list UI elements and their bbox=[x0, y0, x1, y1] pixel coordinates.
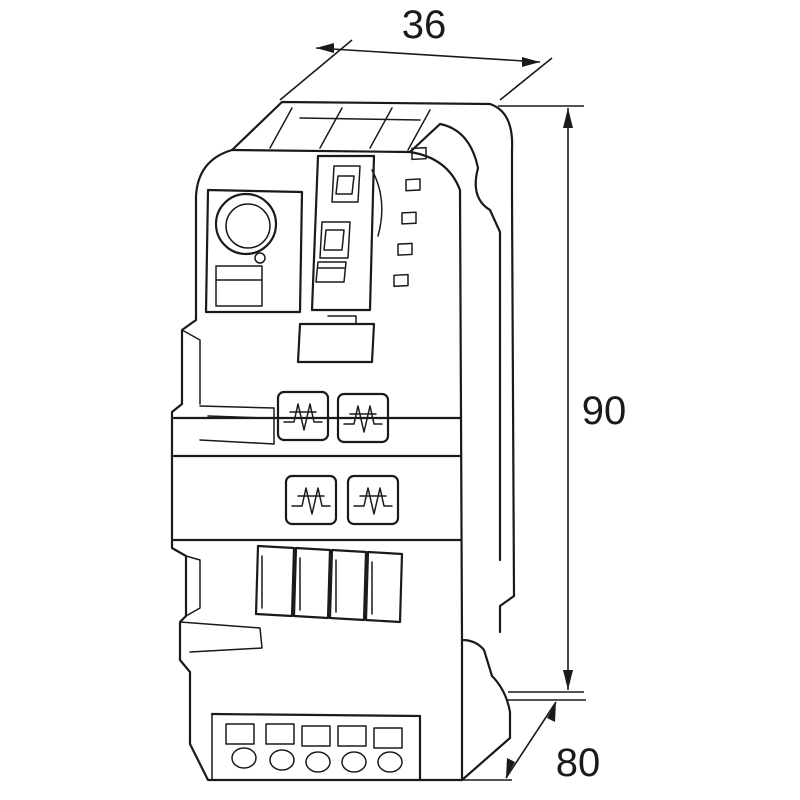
fuse-holder bbox=[364, 550, 404, 624]
fuse-zigzag-icon bbox=[336, 392, 390, 444]
fuse-zigzag-icon bbox=[276, 390, 330, 442]
fuse-holder bbox=[254, 544, 296, 618]
terminal-screw bbox=[341, 751, 367, 773]
fuse-zigzag-icon bbox=[346, 474, 400, 526]
led-indicator bbox=[397, 242, 413, 256]
led-indicator bbox=[393, 273, 409, 288]
led-indicator-column bbox=[393, 146, 427, 288]
height-dimension: 90 bbox=[498, 105, 627, 693]
reset-button bbox=[296, 315, 376, 364]
fuse-zigzag-icon bbox=[284, 474, 338, 526]
lower-terminal-block bbox=[210, 712, 422, 782]
terminal-screw bbox=[377, 751, 403, 773]
width-dimension: 36 bbox=[279, 3, 553, 101]
depth-dimension: 80 bbox=[442, 699, 601, 785]
device-body bbox=[170, 100, 516, 782]
height-dimension-label: 90 bbox=[582, 389, 627, 433]
fuse-holder-slots bbox=[254, 544, 404, 624]
terminal-screw-row bbox=[225, 723, 403, 773]
led-indicator bbox=[405, 178, 421, 192]
led-indicator bbox=[411, 146, 427, 161]
terminal-screw bbox=[305, 751, 331, 773]
dial-knob bbox=[214, 192, 278, 256]
depth-dimension-label: 80 bbox=[556, 741, 601, 785]
adjustment-window bbox=[204, 188, 304, 314]
upper-terminal-block bbox=[310, 154, 383, 312]
terminal-screw-1 bbox=[331, 165, 361, 203]
fuse-symbols bbox=[276, 390, 400, 526]
terminal-screw bbox=[231, 747, 257, 769]
fuse-holder bbox=[328, 548, 368, 622]
led-indicator bbox=[401, 211, 417, 225]
terminal-screw-2 bbox=[319, 221, 351, 259]
fuse-holder bbox=[292, 546, 332, 620]
terminal-screw bbox=[269, 749, 295, 771]
width-dimension-label: 36 bbox=[402, 3, 447, 47]
